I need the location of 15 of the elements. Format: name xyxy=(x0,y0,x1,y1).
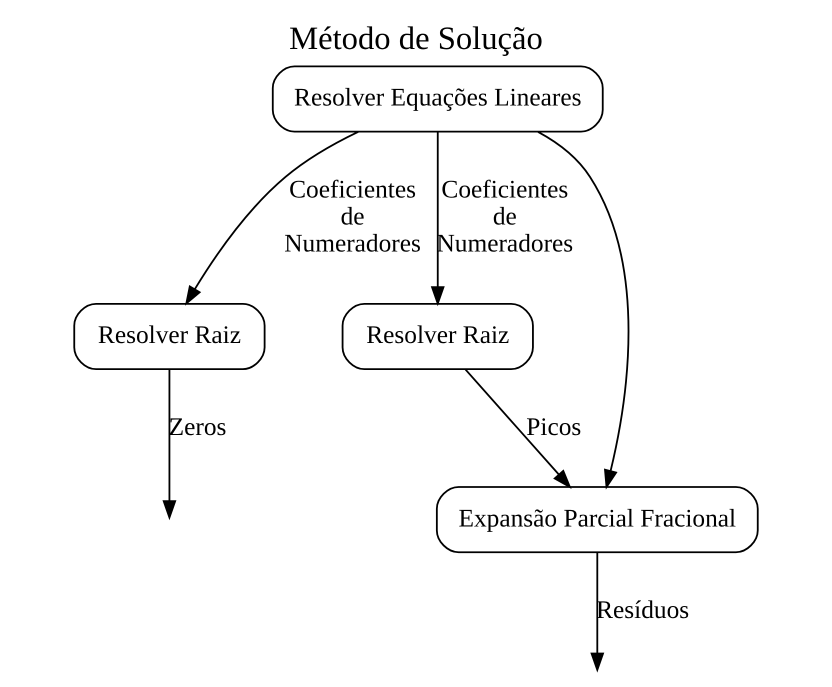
edge-label: Coeficientes de Numeradores xyxy=(436,175,574,258)
edge-label: Coeficientes de Numeradores xyxy=(284,175,421,258)
arrow xyxy=(162,370,176,520)
arrow xyxy=(538,131,630,490)
edge-label: Picos xyxy=(526,412,582,441)
edge-label: Resíduos xyxy=(596,596,690,624)
arrow xyxy=(184,131,359,306)
arrow xyxy=(464,368,572,489)
diagram-title: Método de Solução xyxy=(289,20,543,57)
node-box: Resolver Equações Lineares xyxy=(272,65,604,133)
arrow xyxy=(590,552,604,673)
node-box: Expansão Parcial Fracional xyxy=(436,486,759,554)
node-box: Resolver Raiz xyxy=(342,302,534,370)
node-box: Resolver Raiz xyxy=(73,302,266,370)
arrow xyxy=(430,132,445,306)
